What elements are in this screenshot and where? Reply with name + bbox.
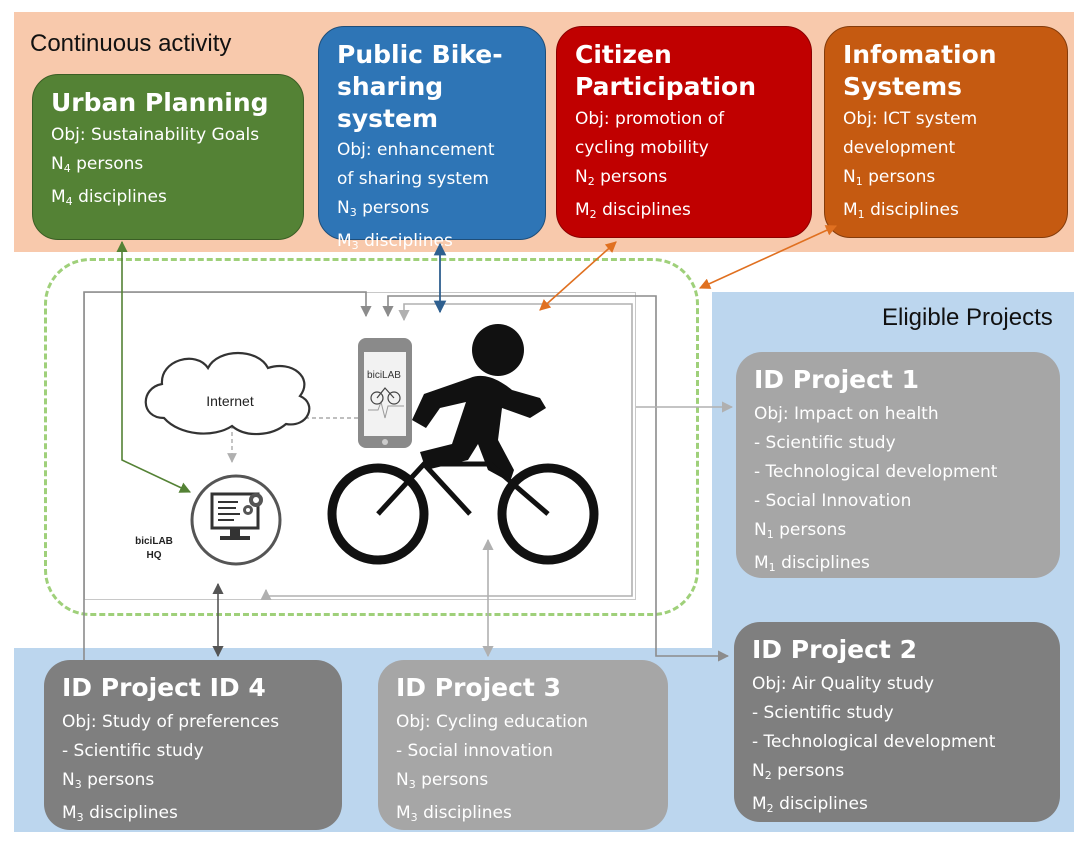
information-systems-persons: N1 persons (843, 166, 936, 188)
project-1-title: ID Project 1 (754, 365, 919, 394)
project-3-item: - Social innovation (396, 740, 554, 761)
app-label: biciLAB (367, 370, 401, 381)
project-1-card: ID Project 1 Obj: Impact on health - Sci… (736, 352, 1060, 578)
project-2-title: ID Project 2 (752, 635, 917, 664)
project-1-item: - Technological development (754, 461, 998, 482)
connector-project4-to-app (83, 291, 372, 660)
project-3-persons: N3 persons (396, 769, 489, 791)
project-2-item: - Scientific study (752, 702, 894, 723)
connector-urban-to-hq (116, 240, 192, 493)
bike-sharing-title: Public Bike-sharing system (337, 40, 503, 133)
project-4-card: ID Project ID 4 Obj: Study of preference… (44, 660, 342, 830)
project-2-card: ID Project 2 Obj: Air Quality study - Sc… (734, 622, 1060, 822)
project-4-objective: Obj: Study of preferences (62, 711, 280, 732)
eligible-projects-label: Eligible Projects (882, 304, 1053, 331)
continuous-activity-label: Continuous activity (30, 30, 232, 57)
project-3-disciplines: M3 disciplines (396, 802, 512, 824)
citizen-participation-persons: N2 persons (575, 166, 668, 188)
project-3-objective: Obj: Cycling education (396, 711, 589, 732)
smartphone-icon (358, 338, 412, 448)
project-2-item: - Technological development (752, 731, 996, 752)
hq-label-line2: HQ (147, 550, 162, 561)
citizen-participation-objective-1: Obj: promotion of (575, 108, 725, 129)
bike-sharing-persons: N3 persons (337, 198, 430, 220)
citizen-participation-objective-2: cycling mobility (575, 137, 709, 158)
connector-app-to-project2 (382, 295, 730, 662)
project-4-disciplines: M3 disciplines (62, 802, 178, 824)
project-4-persons: N3 persons (62, 769, 155, 791)
citizen-participation-disciplines: M2 disciplines (575, 199, 691, 221)
project-3-title: ID Project 3 (396, 673, 561, 702)
project-2-persons: N2 persons (752, 760, 845, 782)
project-3-card: ID Project 3 Obj: Cycling education - So… (378, 660, 668, 830)
project-1-item: - Social Innovation (754, 490, 912, 511)
project-4-item: - Scientific study (62, 740, 204, 761)
project-2-disciplines: M2 disciplines (752, 793, 868, 815)
hq-label-line1: biciLAB (135, 536, 173, 547)
project-2-objective: Obj: Air Quality study (752, 673, 935, 694)
information-systems-disciplines: M1 disciplines (843, 199, 959, 221)
urban-planning-card: Urban Planning Obj: Sustainability Goals… (32, 74, 304, 240)
urban-planning-persons: N4 persons (51, 153, 144, 175)
project-1-objective: Obj: Impact on health (754, 403, 939, 424)
bike-sharing-objective-1: Obj: enhancement (337, 140, 495, 161)
bike-sharing-objective-2: of sharing system (337, 169, 489, 190)
information-systems-objective-1: Obj: ICT system (843, 108, 978, 129)
cloud-icon (144, 351, 311, 436)
project-4-title: ID Project ID 4 (62, 673, 266, 702)
information-systems-objective-2: development (843, 137, 956, 158)
project-1-persons: N1 persons (754, 519, 847, 541)
urban-planning-title: Urban Planning (51, 88, 269, 117)
urban-planning-disciplines: M4 disciplines (51, 186, 167, 208)
internet-label: Internet (206, 393, 254, 409)
connector-info (698, 225, 838, 289)
cyclist-icon (327, 324, 599, 565)
bike-sharing-disciplines: M3 disciplines (337, 231, 453, 253)
urban-planning-objective: Obj: Sustainability Goals (51, 124, 260, 145)
bike-sharing-card: Public Bike-sharing system Obj: enhancem… (318, 26, 546, 252)
connector-hq-loop (260, 303, 633, 601)
project-1-item: - Scientific study (754, 432, 896, 453)
project-1-disciplines: M1 disciplines (754, 552, 870, 574)
connector-citizen (539, 241, 617, 311)
computer-gears-icon (190, 474, 282, 566)
